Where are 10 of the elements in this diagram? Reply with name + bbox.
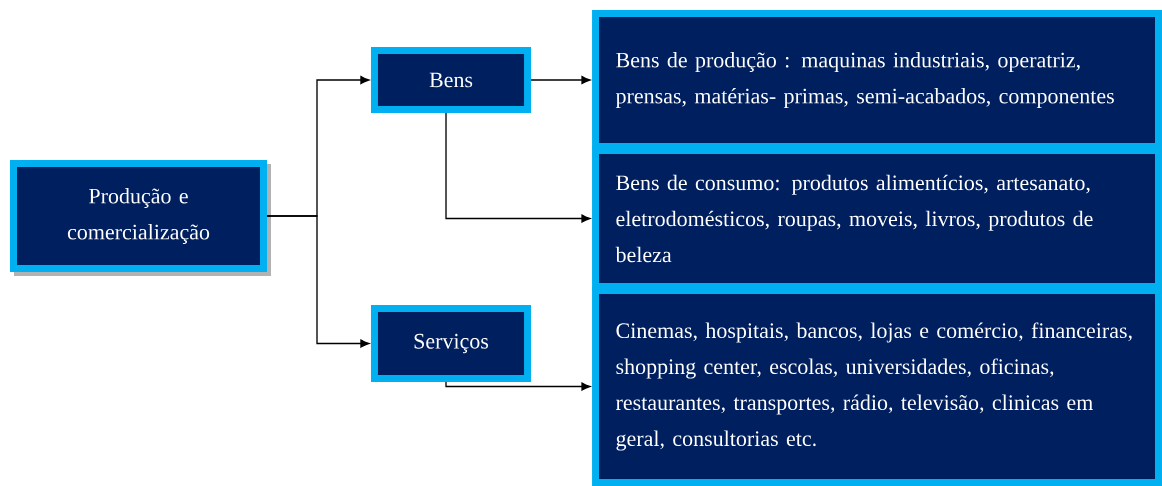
description-box: Bens de produção : maquinas industriais, operatriz, prensas, matérias- primas, semi-acabados, componentes	[592, 9, 1162, 151]
process-box: Bens	[371, 47, 532, 113]
arrow	[266, 215, 370, 348]
arrow	[445, 112, 591, 223]
process-box: Serviços	[371, 305, 532, 382]
arrow	[445, 381, 591, 391]
description-box: Cinemas, hospitais, bancos, lojas e comércio, financeiras, shopping center, escolas, universidades, oficinas, restaurantes, transportes, rádio, televisão, clinicas em geral, consultorias etc.	[592, 287, 1162, 486]
description-box: Bens de consumo: produtos alimentícios, artesanato, eletrodomésticos, roupas, moveis, livros, produtos de beleza	[592, 147, 1162, 290]
process-box: Produção e comercialização	[10, 159, 271, 276]
arrow	[530, 75, 591, 85]
